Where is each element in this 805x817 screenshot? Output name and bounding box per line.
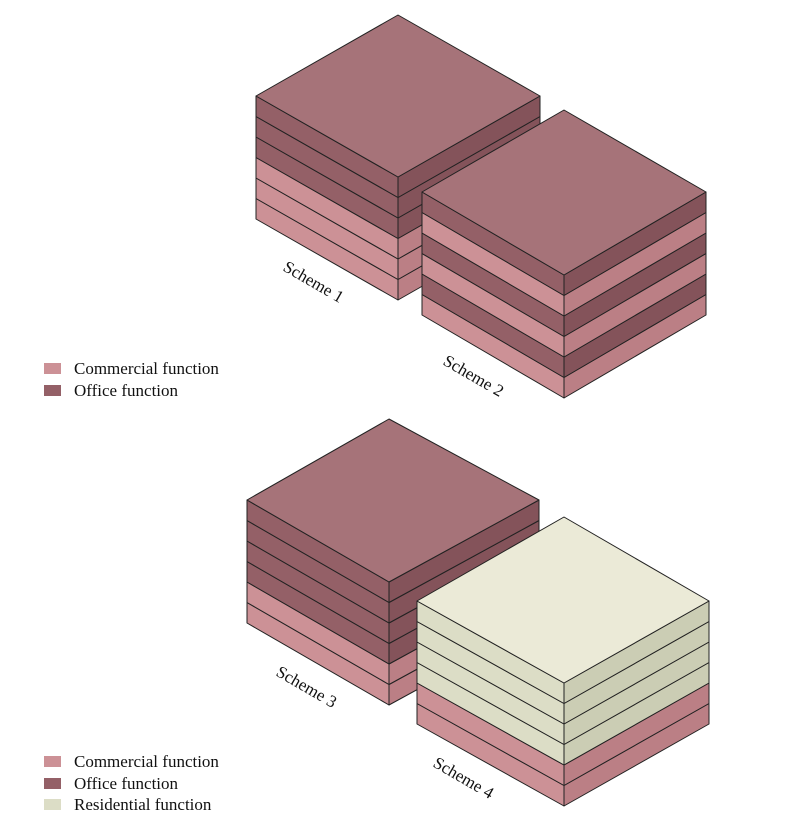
legend-label-office: Office function: [74, 773, 179, 793]
legend-label-commercial: Commercial function: [74, 359, 219, 378]
legend-top-item-commercial: Commercial function: [44, 358, 219, 380]
legend-label-residential: Residential function: [74, 795, 212, 814]
legend-bottom-item-residential: Residential function: [44, 794, 219, 816]
legend-bottom-item-commercial: Commercial function: [44, 751, 219, 773]
building-blocks: [246, 14, 710, 807]
scheme-2-block: [421, 109, 707, 399]
roof-top-face: [255, 14, 541, 178]
legend-swatch-commercial: [44, 363, 61, 375]
legend-bottom: Commercial function Office function Resi…: [44, 751, 219, 816]
legend-swatch-office: [44, 777, 61, 789]
roof-top-face: [416, 516, 710, 684]
legend-bottom-item-office: Office function: [44, 773, 219, 795]
roof-top-face: [421, 109, 707, 276]
legend-label-commercial: Commercial function: [74, 752, 219, 771]
legend-swatch-office: [44, 384, 61, 396]
legend-label-office: Office function: [74, 380, 179, 400]
roof-top-face: [246, 418, 540, 583]
scheme-4-block: [416, 516, 710, 807]
legend-swatch-residential: [44, 799, 61, 811]
legend-swatch-commercial: [44, 756, 61, 768]
legend-top: Commercial function Office function: [44, 358, 219, 401]
legend-top-item-office: Office function: [44, 380, 219, 402]
